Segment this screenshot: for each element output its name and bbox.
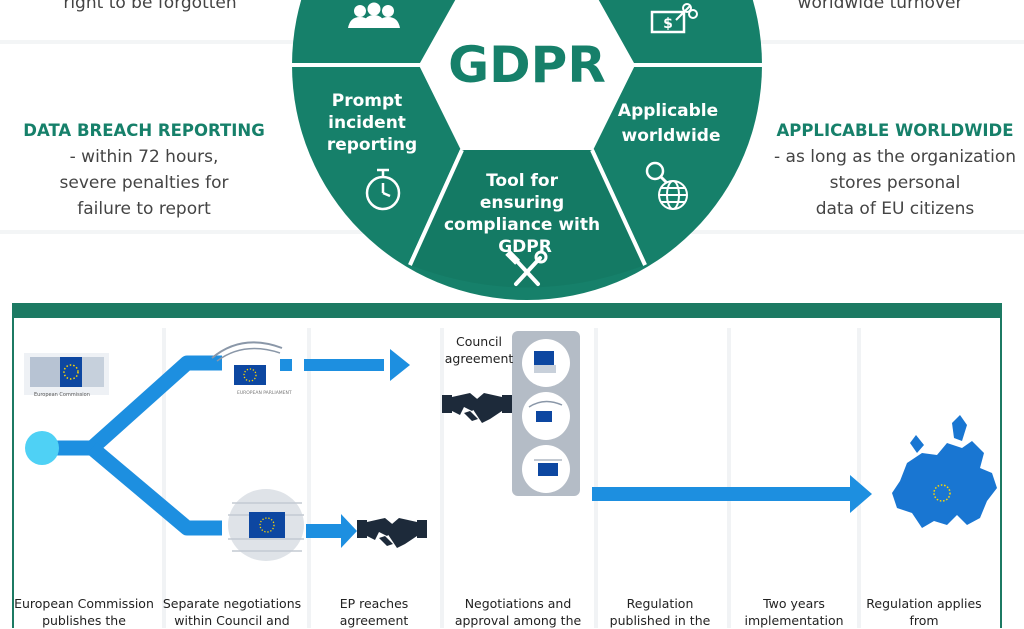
gdpr-center-title: GDPR <box>448 36 606 94</box>
side-right-heading: APPLICABLE WORLDWIDE <box>776 121 1014 140</box>
stopwatch-icon <box>365 168 401 211</box>
tools-icon <box>505 249 548 286</box>
segment-bottom-line: Tool for <box>486 171 559 191</box>
top-dashed-arrow <box>280 349 410 381</box>
council-agreement-label: Council agreement <box>444 333 514 367</box>
column-label: Regulation applies from <box>854 595 994 629</box>
segment-bottom-text: Tool for ensuring compliance with GDPR <box>444 171 606 257</box>
side-top-right-partial: worldwide turnover <box>797 0 963 13</box>
segment-right-text: Applicable worldwide <box>618 101 724 146</box>
european-parliament-logo: EUROPEAN PARLIAMENT <box>211 341 292 396</box>
column-label-line: agreement <box>339 613 409 628</box>
column-label-line: Regulation applies <box>866 596 982 611</box>
column-separator <box>162 328 166 628</box>
column-label: Negotiations and approval among the <box>448 595 588 629</box>
ep-caption: EUROPEAN PARLIAMENT <box>237 390 292 396</box>
people-icon <box>348 2 400 28</box>
segment-bottom-line: compliance with <box>444 215 600 235</box>
column-label: EP reaches agreement <box>304 595 444 629</box>
side-right-block: APPLICABLE WORLDWIDE - as long as the or… <box>770 118 1020 222</box>
council-agreement-line: agreement <box>444 351 514 366</box>
side-left-block: DATA BREACH REPORTING - within 72 hours,… <box>20 118 268 222</box>
gdpr-infographic: $ GDPR <box>0 0 1024 300</box>
column-label-line: published in the <box>609 613 711 628</box>
segment-left-line: reporting <box>327 135 417 155</box>
side-left-line: failure to report <box>77 199 211 219</box>
column-label-line: Separate negotiations <box>162 596 302 611</box>
gdpr-wheel-graphic: $ GDPR <box>0 0 1024 300</box>
eu-map-icon <box>892 415 997 528</box>
column-label-line: approval among the <box>454 613 582 628</box>
column-separator <box>307 328 311 628</box>
column-separator <box>594 328 598 628</box>
segment-left-line: incident <box>328 113 406 133</box>
column-separator <box>857 328 861 628</box>
column-label: Two years implementation <box>724 595 864 629</box>
ec-caption: European Commission <box>34 392 90 398</box>
segment-left-line: Prompt <box>332 91 403 111</box>
side-right-line: data of EU citizens <box>815 199 975 219</box>
timeline-graphic: European Commission EUROPEAN PARLIAMENT <box>24 331 997 561</box>
column-separator <box>727 328 731 628</box>
column-label-line: Two years <box>763 596 825 611</box>
side-top-left-partial: right to be forgotten <box>63 0 237 13</box>
column-label-line: publishes the <box>42 613 126 628</box>
side-left-heading: DATA BREACH REPORTING <box>23 121 265 140</box>
column-label: Separate negotiations within Council and <box>162 595 302 629</box>
side-right-line: stores personal <box>829 173 961 193</box>
column-label: European Commission publishes the <box>14 595 154 629</box>
segment-bottom-line: ensuring <box>480 193 564 213</box>
column-label-line: Negotiations and <box>464 596 572 611</box>
column-label-line: within Council and <box>174 613 290 628</box>
column-label: Regulation published in the <box>590 595 730 629</box>
column-label-line: EP reaches <box>339 596 409 611</box>
timeline-top-bar <box>12 303 1002 318</box>
gdpr-timeline: European Commission EUROPEAN PARLIAMENT <box>12 303 1002 628</box>
handshake-icon <box>442 393 512 423</box>
european-commission-logo: European Commission <box>24 353 109 398</box>
council-building-logo <box>228 489 304 561</box>
svg-text:$: $ <box>663 16 673 32</box>
side-right-line: - as long as the organization <box>774 147 1016 167</box>
branch-arrows <box>52 355 222 536</box>
timeline-frame <box>12 318 1002 628</box>
segment-right-line: Applicable <box>618 101 718 121</box>
long-arrow <box>592 475 872 513</box>
handshake-icon <box>357 518 427 548</box>
column-label-line: from <box>909 613 939 628</box>
council-agreement-line: Council <box>455 334 503 349</box>
segment-bottom-line: GDPR <box>498 237 552 257</box>
side-left-line: severe penalties for <box>59 173 229 193</box>
segment-left-text: Prompt incident reporting <box>327 91 417 155</box>
side-left-line: - within 72 hours, <box>69 147 219 167</box>
bottom-dashed-arrow <box>306 514 357 548</box>
column-label-line: European Commission <box>14 596 154 611</box>
column-separator <box>440 328 444 628</box>
money-scissors-icon: $ <box>650 3 698 34</box>
trilogue-panel <box>512 331 580 496</box>
column-label-line: Regulation <box>626 596 694 611</box>
globe-search-icon <box>645 161 688 210</box>
segment-right-line: worldwide <box>622 126 721 146</box>
start-dot <box>25 431 59 465</box>
column-label-line: implementation <box>744 613 844 628</box>
